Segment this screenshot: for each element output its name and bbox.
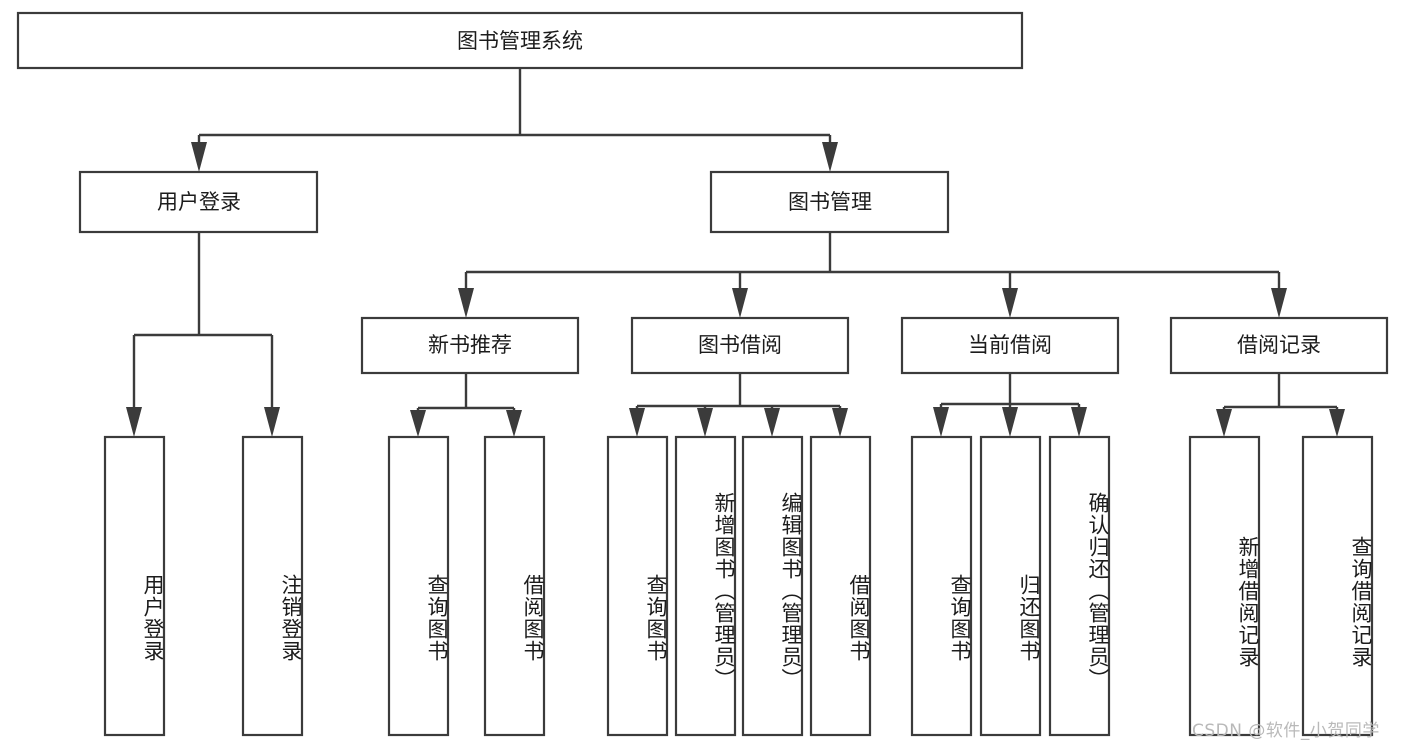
arrowhead-book-mgmt [822,142,838,172]
connector-group-new-book-leaves [410,373,522,437]
arrowhead-leaf-query-record [1329,409,1345,437]
node-borrow-record-label: 借阅记录 [1237,333,1321,357]
arrowhead-book-borrow [732,288,748,318]
connector-group-book-mgmt [458,232,1287,318]
arrowhead-leaf-query-book-c [933,407,949,437]
leaf-box-query-book-b[interactable] [606,435,669,737]
leaf-box-query-borrow-record[interactable] [1301,435,1374,737]
connector-group-current-borrow-leaves [933,373,1087,437]
node-borrow-record-box[interactable] [1169,316,1389,375]
arrowhead-leaf-add-book [697,408,713,437]
arrowhead-leaf-user-login [126,407,142,437]
node-borrow-record[interactable]: 借阅记录 [1169,316,1389,375]
arrowhead-leaf-edit-book [764,408,780,437]
leaf-box-borrow-book-b[interactable] [809,435,872,737]
node-new-book-recommend-box[interactable] [360,316,580,375]
node-book-borrow-label: 图书借阅 [698,333,782,357]
node-new-book-recommend[interactable]: 新书推荐 [360,316,580,375]
node-user-login[interactable]: 用户登录 [78,170,319,234]
leaf-box-add-book-admin[interactable] [674,435,737,737]
arrowhead-new-book-recommend [458,288,474,318]
leaf-box-confirm-return-admin[interactable] [1048,435,1111,737]
arrowhead-leaf-query-book-a [410,410,426,437]
csdn-watermark: CSDN @软件_小贺同学 [1192,721,1380,741]
connector-group-borrow-record-leaves [1216,373,1345,437]
leaf-box-add-borrow-record[interactable] [1188,435,1261,737]
connector-group-user-login-leaves [126,232,280,437]
arrowhead-leaf-borrow-book-b [832,408,848,437]
arrowhead-leaf-return-book [1002,407,1018,437]
node-root-system-label: 图书管理系统 [457,29,583,53]
node-book-management[interactable]: 图书管理 [709,170,950,234]
arrowhead-leaf-query-book-b [629,408,645,437]
arrowhead-leaf-borrow-book-a [506,410,522,437]
node-user-login-box[interactable] [78,170,319,234]
leaf-box-logout[interactable] [241,435,304,737]
arrowhead-leaf-add-record [1216,409,1232,437]
node-current-borrow-label: 当前借阅 [968,333,1052,357]
node-book-management-label: 图书管理 [788,190,872,214]
arrowhead-user-login [191,142,207,172]
node-user-login-label: 用户登录 [157,190,241,214]
connector-group-root [191,68,838,172]
leaf-box-query-book-a[interactable] [387,435,450,737]
leaf-box-return-book[interactable] [979,435,1042,737]
arrowhead-leaf-confirm-return [1071,407,1087,437]
leaf-box-user-login[interactable] [103,435,166,737]
arrowhead-borrow-record [1271,288,1287,318]
node-root-system-box[interactable] [16,11,1024,70]
node-current-borrow[interactable]: 当前借阅 [900,316,1120,375]
arrowhead-current-borrow [1002,288,1018,318]
arrowhead-leaf-logout [264,407,280,437]
node-book-management-box[interactable] [709,170,950,234]
leaf-box-query-book-c[interactable] [910,435,973,737]
node-root-system[interactable]: 图书管理系统 [16,11,1024,70]
node-current-borrow-box[interactable] [900,316,1120,375]
node-book-borrow-box[interactable] [630,316,850,375]
leaf-box-edit-book-admin[interactable] [741,435,804,737]
leaf-box-borrow-book-a[interactable] [483,435,546,737]
node-new-book-recommend-label: 新书推荐 [428,333,512,357]
node-book-borrow[interactable]: 图书借阅 [630,316,850,375]
connector-group-book-borrow-leaves [629,373,848,437]
